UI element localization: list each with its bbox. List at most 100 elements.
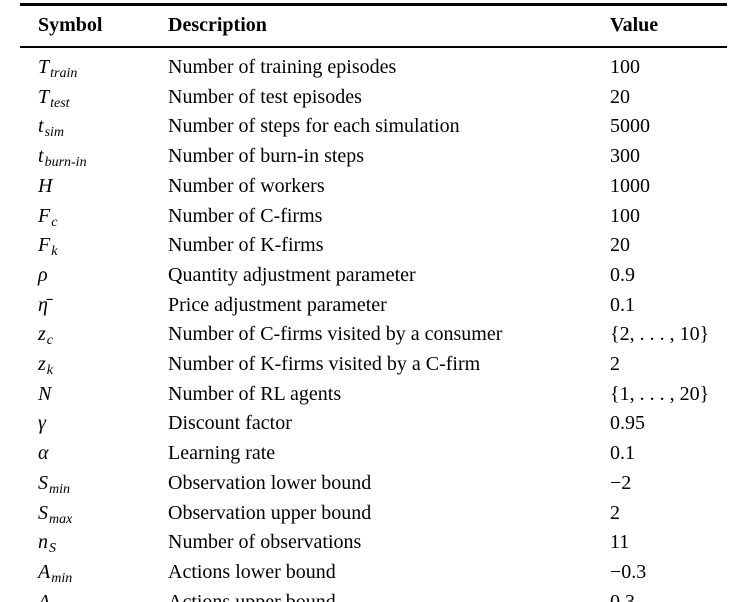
description-cell: Discount factor bbox=[168, 412, 292, 435]
symbol-base: H bbox=[38, 174, 53, 197]
value-cell: {2, . . . , 10} bbox=[610, 323, 710, 346]
table-row: zc Number of C-firms visited by a consum… bbox=[20, 321, 727, 351]
table-body: Ttrain Number of training episodes 100 T… bbox=[20, 47, 727, 602]
symbol-subscript: max bbox=[51, 601, 74, 602]
symbol-base: T bbox=[38, 56, 50, 78]
table-row: Smin Observation lower bound −2 bbox=[20, 470, 727, 500]
symbol-base: S bbox=[38, 501, 48, 524]
table-row: Smax Observation upper bound 2 bbox=[20, 500, 727, 530]
description-cell: Number of test episodes bbox=[168, 85, 362, 108]
value-cell: 2 bbox=[610, 353, 620, 376]
symbol-base: ρ bbox=[38, 263, 48, 286]
symbol-base: F bbox=[38, 204, 51, 227]
symbol-subscript: c bbox=[51, 214, 58, 230]
table-row: Amin Actions lower bound −0.3 bbox=[20, 559, 727, 589]
symbol-subscript: train bbox=[50, 66, 78, 81]
symbol-cell: Ttest bbox=[20, 84, 168, 114]
symbol-cell: Smin bbox=[20, 470, 168, 500]
symbol-cell: Amin bbox=[20, 559, 168, 589]
description-cell: Quantity adjustment parameter bbox=[168, 263, 416, 286]
description-cell: Number of training episodes bbox=[168, 56, 397, 78]
table-row: Ttest Number of test episodes 20 bbox=[20, 84, 727, 114]
table-row: tburn-in Number of burn-in steps 300 bbox=[20, 143, 727, 173]
symbol-subscript: S bbox=[49, 541, 56, 557]
table-row: H Number of workers 1000 bbox=[20, 173, 727, 203]
symbol-base: γ bbox=[38, 412, 46, 435]
value-cell: 100 bbox=[610, 56, 640, 78]
table-row: N Number of RL agents {1, . . . , 20} bbox=[20, 381, 727, 411]
description-cell: Learning rate bbox=[168, 442, 276, 465]
symbol-base: t bbox=[38, 145, 44, 168]
table-row: tsim Number of steps for each simulation… bbox=[20, 113, 727, 143]
symbol-base: z bbox=[38, 323, 46, 346]
symbol-cell: Smax bbox=[20, 500, 168, 530]
symbol-subscript: burn-in bbox=[44, 155, 87, 171]
description-cell: Number of K-firms bbox=[168, 234, 324, 257]
description-cell: Number of steps for each simulation bbox=[168, 115, 460, 138]
symbol-base: α bbox=[38, 442, 49, 465]
symbol-base: F bbox=[38, 234, 51, 257]
symbol-cell: Fk bbox=[20, 232, 168, 262]
value-cell: 0.3 bbox=[610, 590, 635, 602]
value-cell: 20 bbox=[610, 85, 630, 108]
table-row: Fk Number of K-firms 20 bbox=[20, 232, 727, 262]
symbol-subscript: min bbox=[51, 570, 73, 586]
symbol-cell: Amax bbox=[20, 589, 168, 602]
symbol-cell: α bbox=[20, 440, 168, 470]
column-header-symbol: Symbol bbox=[20, 4, 168, 48]
description-cell: Number of RL agents bbox=[168, 382, 342, 405]
table-row: η̄ Price adjustment parameter 0.1 bbox=[20, 292, 727, 322]
value-cell: 300 bbox=[610, 145, 640, 168]
symbol-base: T bbox=[38, 85, 50, 108]
value-cell: −0.3 bbox=[610, 560, 647, 583]
symbol-cell: γ bbox=[20, 410, 168, 440]
table-row: Fc Number of C-firms 100 bbox=[20, 203, 727, 233]
table-row: Ttrain Number of training episodes 100 bbox=[20, 47, 727, 84]
symbol-subscript: min bbox=[49, 481, 70, 497]
symbol-cell: tburn-in bbox=[20, 143, 168, 173]
description-cell: Observation lower bound bbox=[168, 471, 372, 494]
symbol-cell: H bbox=[20, 173, 168, 203]
symbol-subscript: c bbox=[46, 333, 54, 349]
value-cell: −2 bbox=[610, 471, 632, 494]
symbol-subscript: test bbox=[50, 95, 70, 111]
header-row: Symbol Description Value bbox=[20, 4, 727, 48]
symbol-base: N bbox=[38, 382, 52, 405]
symbol-subscript: sim bbox=[44, 125, 65, 141]
description-cell: Observation upper bound bbox=[168, 501, 372, 524]
column-header-description: Description bbox=[168, 4, 610, 48]
symbol-base: η̄ bbox=[38, 293, 48, 316]
description-cell: Number of C-firms visited by a consumer bbox=[168, 323, 503, 346]
value-cell: 1000 bbox=[610, 174, 650, 197]
symbol-cell: Fc bbox=[20, 203, 168, 233]
value-cell: 0.1 bbox=[610, 293, 635, 316]
description-cell: Actions upper bound bbox=[168, 590, 336, 602]
symbol-subscript: k bbox=[51, 244, 58, 260]
parameters-table: Symbol Description Value Ttrain Number o… bbox=[20, 3, 727, 602]
table-header: Symbol Description Value bbox=[20, 4, 727, 48]
symbol-base: A bbox=[38, 590, 51, 602]
table-row: ρ Quantity adjustment parameter 0.9 bbox=[20, 262, 727, 292]
symbol-base: n bbox=[38, 531, 48, 554]
table-row: nS Number of observations 11 bbox=[20, 529, 727, 559]
description-cell: Number of workers bbox=[168, 174, 325, 197]
value-cell: 11 bbox=[610, 531, 630, 554]
symbol-base: t bbox=[38, 115, 44, 138]
value-cell: 0.95 bbox=[610, 412, 645, 435]
value-cell: 0.1 bbox=[610, 442, 635, 465]
symbol-base: A bbox=[38, 560, 51, 583]
table-row: α Learning rate 0.1 bbox=[20, 440, 727, 470]
value-cell: 100 bbox=[610, 204, 640, 227]
symbol-cell: N bbox=[20, 381, 168, 411]
column-header-value: Value bbox=[610, 4, 727, 48]
table-row: γ Discount factor 0.95 bbox=[20, 410, 727, 440]
symbol-cell: tsim bbox=[20, 113, 168, 143]
symbol-subscript: k bbox=[46, 363, 54, 379]
symbol-base: z bbox=[38, 353, 46, 376]
symbol-cell: nS bbox=[20, 529, 168, 559]
symbol-cell: ρ bbox=[20, 262, 168, 292]
table-row: zk Number of K-firms visited by a C-firm… bbox=[20, 351, 727, 381]
description-cell: Number of observations bbox=[168, 531, 362, 554]
symbol-base: S bbox=[38, 471, 48, 494]
